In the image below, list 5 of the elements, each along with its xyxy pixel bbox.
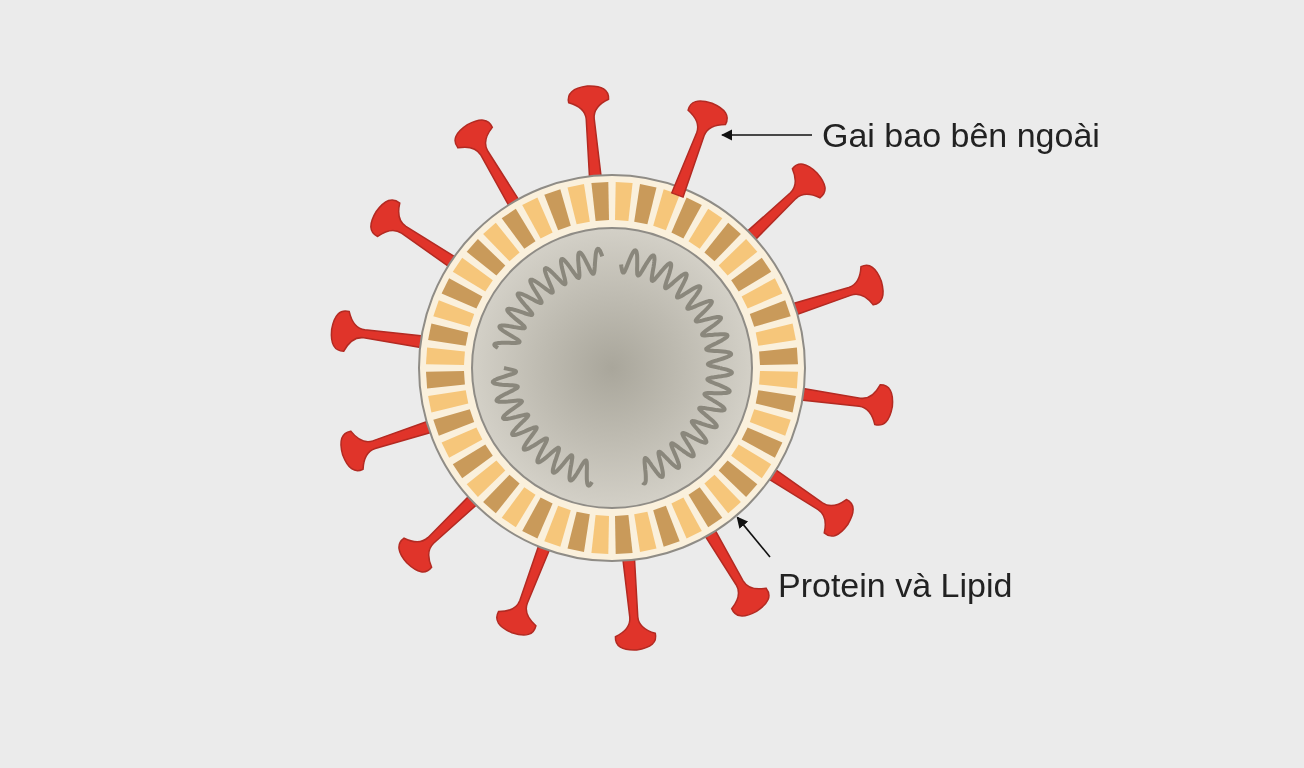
spike <box>671 100 728 198</box>
leader-line <box>721 129 813 141</box>
callout-label: Gai bao bên ngoài <box>822 115 1100 155</box>
leader-line <box>736 516 771 558</box>
callout-label: Protein và Lipid <box>778 565 1013 605</box>
